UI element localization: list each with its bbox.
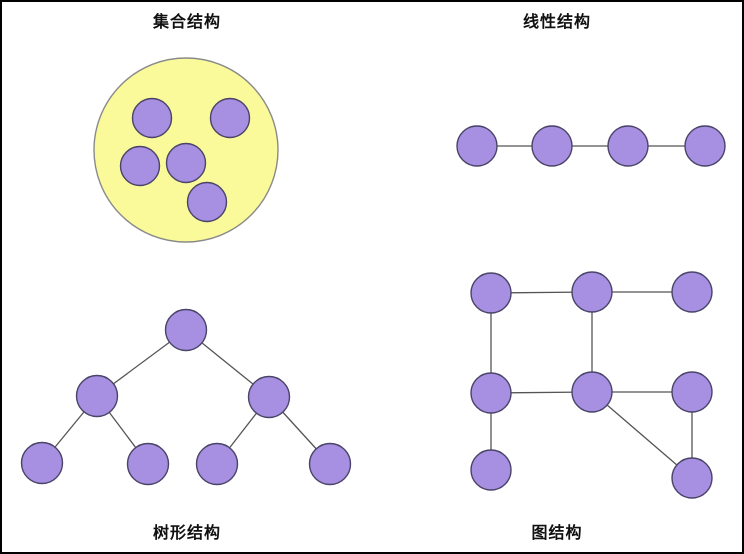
set-node-2 (119, 145, 161, 187)
graph-node-7 (671, 457, 713, 499)
graph-node-4 (571, 371, 613, 413)
graph-node-0 (470, 272, 512, 314)
linear-node-3 (684, 125, 726, 167)
graph-node-1 (571, 271, 613, 313)
graph-edge-7 (591, 391, 693, 479)
tree-node-2 (247, 375, 291, 419)
graph-node-6 (470, 449, 512, 491)
tree-node-4 (126, 442, 170, 486)
graph-node-2 (671, 271, 713, 313)
tree-structure-title: 树形结构 (152, 525, 221, 542)
set-node-1 (209, 97, 251, 139)
graph-node-3 (470, 372, 512, 414)
set-node-0 (131, 97, 173, 139)
linear-structure-title: 线性结构 (522, 14, 591, 31)
graph-node-5 (671, 371, 713, 413)
tree-node-0 (164, 308, 208, 352)
linear-node-1 (531, 125, 573, 167)
linear-node-2 (607, 125, 649, 167)
graph-structure-title: 图结构 (531, 525, 583, 542)
tree-node-3 (20, 441, 64, 485)
set-node-4 (186, 181, 228, 223)
set-structure-title: 集合结构 (152, 14, 221, 31)
linear-node-0 (456, 125, 498, 167)
tree-node-1 (75, 374, 119, 418)
tree-node-5 (195, 442, 239, 486)
tree-node-6 (308, 442, 352, 486)
set-node-3 (165, 142, 207, 184)
